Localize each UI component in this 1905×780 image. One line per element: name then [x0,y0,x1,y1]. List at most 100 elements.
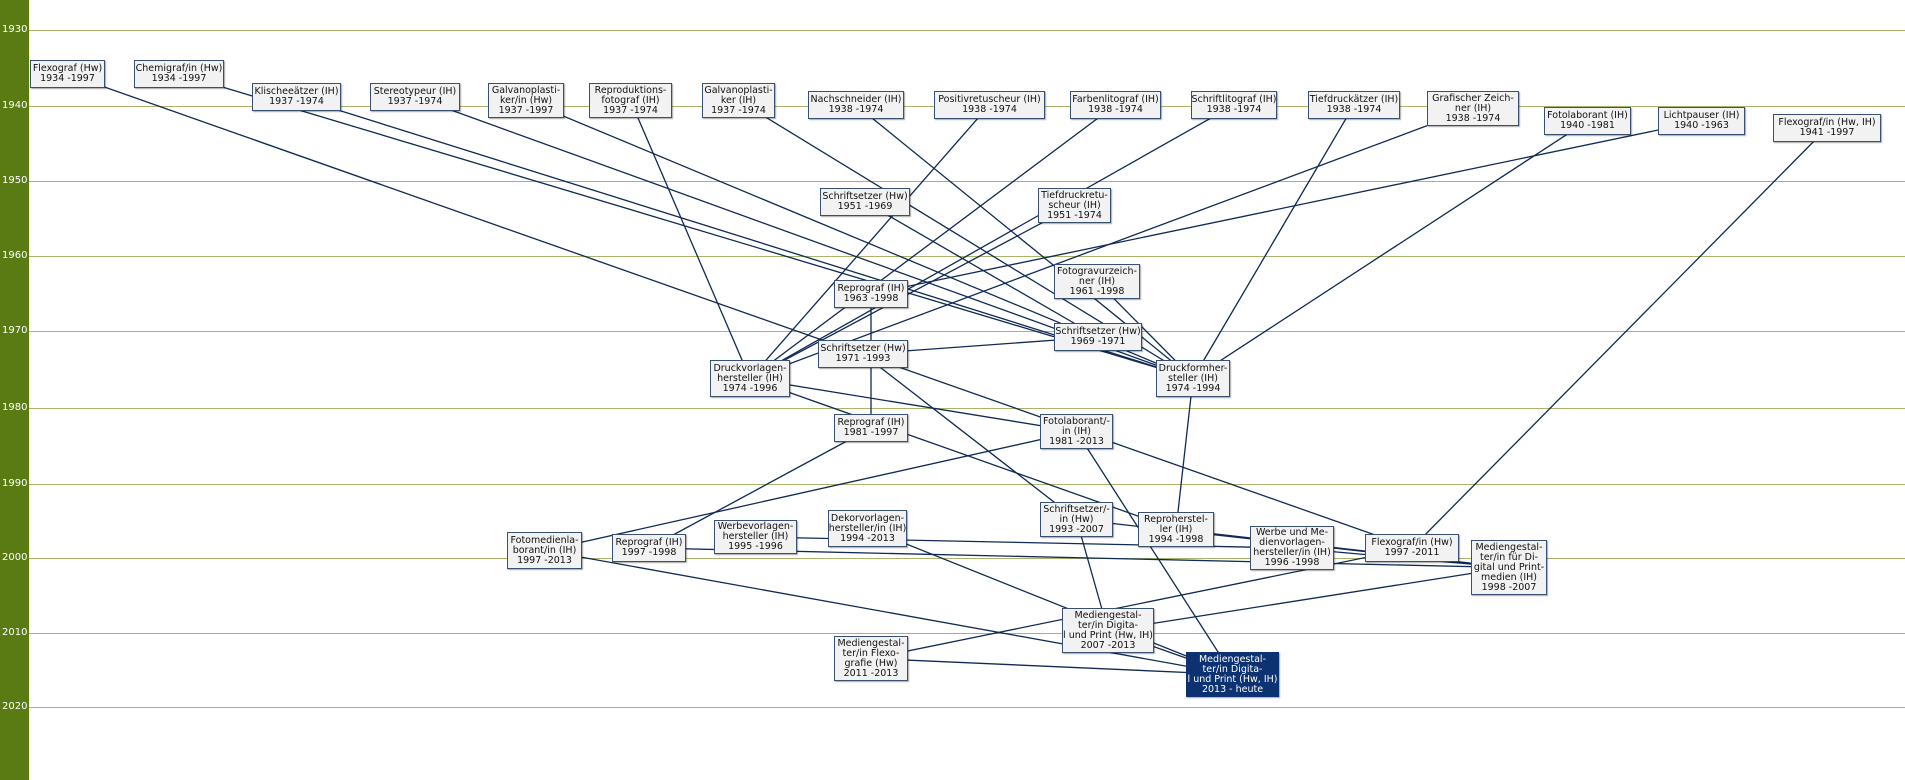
node-label-line: 1981 -1997 [843,427,899,438]
node-reprograf-ih-1997[interactable]: Reprograf (IH)1997 -1998 [612,534,686,562]
node-flexograf-hw-ih[interactable]: Flexograf/in (Hw, IH)1941 -1997 [1773,114,1881,142]
gridline-1970 [29,331,1905,332]
node-reprograf-ih-1963[interactable]: Reprograf (IH)1963 -1998 [834,280,908,308]
node-schriftsetzer-hw-1969[interactable]: Schriftsetzer (Hw)1969 -1971 [1054,323,1142,351]
node-reproherstel-ih[interactable]: Reproherstel-ler (IH)1994 -1998 [1138,512,1214,547]
node-label-line: 1961 -1998 [1069,285,1125,297]
node-label-line: ker/in (Hw) [499,94,553,106]
node-label-line: Lichtpauser (IH) [1663,110,1740,121]
link-chemigraf-hw-to-druckformhersteller-ih [178,73,1194,380]
node-label-line: 1974 -1996 [722,382,778,394]
node-label-line: ter/in Digita- [1202,663,1263,675]
year-axis-bar [0,0,29,780]
node-dekorvorlagenhersteller-ih[interactable]: Dekorvorlagen-hersteller/in (IH)1994 -20… [828,510,907,547]
node-label-line: Mediengestal- [1198,653,1266,665]
link-flexograf-hw-ih-to-flexograf-hw-1997 [1411,127,1828,549]
node-label-line: Mediengestal- [1074,609,1142,621]
node-label-line: Mediengestal- [837,637,905,649]
gridline-2010 [29,633,1905,634]
node-schriftsetzer-in-hw-1993[interactable]: Schriftsetzer/-in (Hw)1993 -2007 [1040,502,1113,537]
node-grafischer-zeichner-ih[interactable]: Grafischer Zeich-ner (IH)1938 -1974 [1427,91,1519,126]
node-mediengestalter-flexografie-hw[interactable]: Mediengestal-ter/in Flexo-grafie (Hw)201… [834,636,908,681]
node-label-line: 1997 -1998 [621,547,677,558]
node-label-line: in (IH) [1061,425,1092,437]
node-label-line: l und Print (Hw, IH) [1187,673,1278,685]
node-druckformhersteller-ih[interactable]: Druckformher-steller (IH)1974 -1994 [1156,360,1230,397]
link-druckvorlagenhersteller-ih-to-fotolaborant-in-ih-1981 [749,377,1077,433]
node-label-line: grafie (Hw) [844,657,898,669]
link-mediengestalter-digital-print-medien-ih-to-mediengestalter-digital-print-2007 [1107,566,1510,632]
node-label-line: 1963 -1998 [843,293,899,304]
link-lichtpauser-ih-to-reprograf-ih-1963 [870,120,1702,295]
node-label-line: Farbenlitograf (IH) [1072,94,1159,105]
node-stereotypeur-ih[interactable]: Stereotypeur (IH)1937 -1974 [370,83,460,111]
node-schriftsetzer-hw-1951[interactable]: Schriftsetzer (Hw)1951 -1969 [820,188,910,216]
node-label-line: Reprograf (IH) [837,283,905,294]
link-fotolaborant-in-ih-1981-to-mediengestalter-digital-print-2013 [1075,431,1234,675]
node-lichtpauser-ih[interactable]: Lichtpauser (IH)1940 -1963 [1658,107,1745,135]
node-label-line: hersteller (IH) [717,372,783,384]
node-schriftlitograf-ih[interactable]: Schriftlitograf (IH)1938 -1974 [1191,91,1277,119]
node-druckvorlagenhersteller-ih[interactable]: Druckvorlagen-hersteller (IH)1974 -1996 [710,360,790,397]
node-label-line: Tiefdruckätzer (IH) [1309,94,1399,105]
node-fotolaborant-ih-1940[interactable]: Fotolaborant (IH)1940 -1981 [1544,107,1631,135]
node-werbe-medienvorlagenhersteller-ih[interactable]: Werbe und Me-dienvorlagen-hersteller/in … [1250,526,1334,570]
node-label-line: 1994 -1998 [1148,533,1204,545]
node-label-line: 1937 -1974 [711,104,766,116]
node-reproduktionsfotograf-ih[interactable]: Reproduktions-fotograf (IH)1937 -1974 [589,83,672,118]
node-label-line: 2007 -2013 [1080,639,1136,651]
node-label-line: Grafischer Zeich- [1432,92,1514,104]
node-werbevorlagenhersteller-ih[interactable]: Werbevorlagen-hersteller (IH)1995 -1996 [714,520,797,554]
node-label-line: 1938 -1974 [1326,104,1382,115]
node-nachschneider-ih[interactable]: Nachschneider (IH)1938 -1974 [808,91,904,119]
node-fotogravurzeichner-ih[interactable]: Fotogravurzeich-ner (IH)1961 -1998 [1054,264,1140,299]
link-druckformhersteller-ih-to-reproherstel-ih [1175,378,1194,530]
link-reproduktionsfotograf-ih-to-druckvorlagenhersteller-ih [629,100,751,379]
node-label-line: hersteller (IH) [722,531,789,542]
node-tiefdruckretuscheur-ih[interactable]: Tiefdruckretu-scheur (IH)1951 -1974 [1038,188,1111,223]
node-label-line: 1938 -1974 [1445,112,1501,124]
node-label-line: 1938 -1974 [1088,104,1143,115]
node-fotomedienlaborant-ih[interactable]: Fotomedienla-borant/in (IH)1997 -2013 [507,532,582,569]
node-label-line: 1938 -1974 [1206,104,1262,115]
node-label-line: Flexograf (Hw) [32,63,103,74]
node-mediengestalter-digital-print-2007[interactable]: Mediengestal-ter/in Digita-l und Print (… [1062,608,1154,653]
node-galvanoplastiker-hw[interactable]: Galvanoplasti-ker/in (Hw)1937 -1997 [488,83,564,118]
link-fotolaborant-ih-1940-to-druckformhersteller-ih [1192,120,1588,380]
node-label-line: medien (IH) [1480,571,1537,583]
node-label-line: ner (IH) [1078,275,1116,287]
node-label-line: dienvorlagen- [1259,537,1325,548]
node-label-line: 1934 -1997 [151,73,207,84]
node-reprograf-ih-1981[interactable]: Reprograf (IH)1981 -1997 [834,414,908,442]
link-fotolaborant-in-ih-1981-to-fotomedienlaborant-ih [544,430,1077,552]
node-label-line: Galvanoplasti- [704,84,773,96]
node-galvanoplastiker-ih[interactable]: Galvanoplasti-ker (IH)1937 -1974 [702,83,775,118]
node-label-line: 1995 -1996 [728,541,783,552]
node-positivretuscheur-ih[interactable]: Positivretuscheur (IH)1938 -1974 [934,91,1045,119]
node-tiefdruckaetzer-ih[interactable]: Tiefdruckätzer (IH)1938 -1974 [1308,91,1400,119]
node-label-line: ner (IH) [1454,102,1492,114]
node-chemigraf-hw[interactable]: Chemigraf/in (Hw)1934 -1997 [134,60,224,88]
node-label-line: 1938 -1974 [962,104,1017,115]
node-label-line: Flexograf/in (Hw, IH) [1778,117,1876,128]
node-label-line: Werbevorlagen- [717,521,794,532]
year-label-2000: 2000 [2,552,28,563]
node-mediengestalter-digital-print-2013[interactable]: Mediengestal-ter/in Digita-l und Print (… [1186,652,1279,697]
node-fotolaborant-in-ih-1981[interactable]: Fotolaborant/-in (IH)1981 -2013 [1040,414,1113,449]
node-mediengestalter-digital-print-medien-ih[interactable]: Mediengestal-ter/in für Di-gital und Pri… [1471,540,1547,595]
node-label-line: 1937 -1997 [498,104,554,116]
gridline-1930 [29,30,1905,31]
node-label-line: Dekorvorlagen- [830,512,905,524]
node-flexograf-hw-1997[interactable]: Flexograf/in (Hw)1997 -2011 [1365,534,1459,562]
link-schriftsetzer-hw-1951-to-schriftsetzer-hw-1969 [864,201,1099,338]
year-label-1990: 1990 [2,478,28,489]
gridline-2020 [29,707,1905,708]
node-label-line: 1997 -2013 [517,554,572,566]
node-label-line: 1937 -1974 [387,96,443,107]
node-klischeeaetzer-ih[interactable]: Klischeeätzer (IH)1937 -1974 [252,83,341,111]
node-farbenlitograf-ih[interactable]: Farbenlitograf (IH)1938 -1974 [1070,91,1161,119]
node-label-line: Schriftsetzer (Hw) [820,343,906,354]
node-label-line: ter/in für Di- [1479,551,1539,563]
node-flexograf-hw[interactable]: Flexograf (Hw)1934 -1997 [30,60,105,88]
node-schriftsetzer-hw-1971[interactable]: Schriftsetzer (Hw)1971 -1993 [818,340,908,368]
